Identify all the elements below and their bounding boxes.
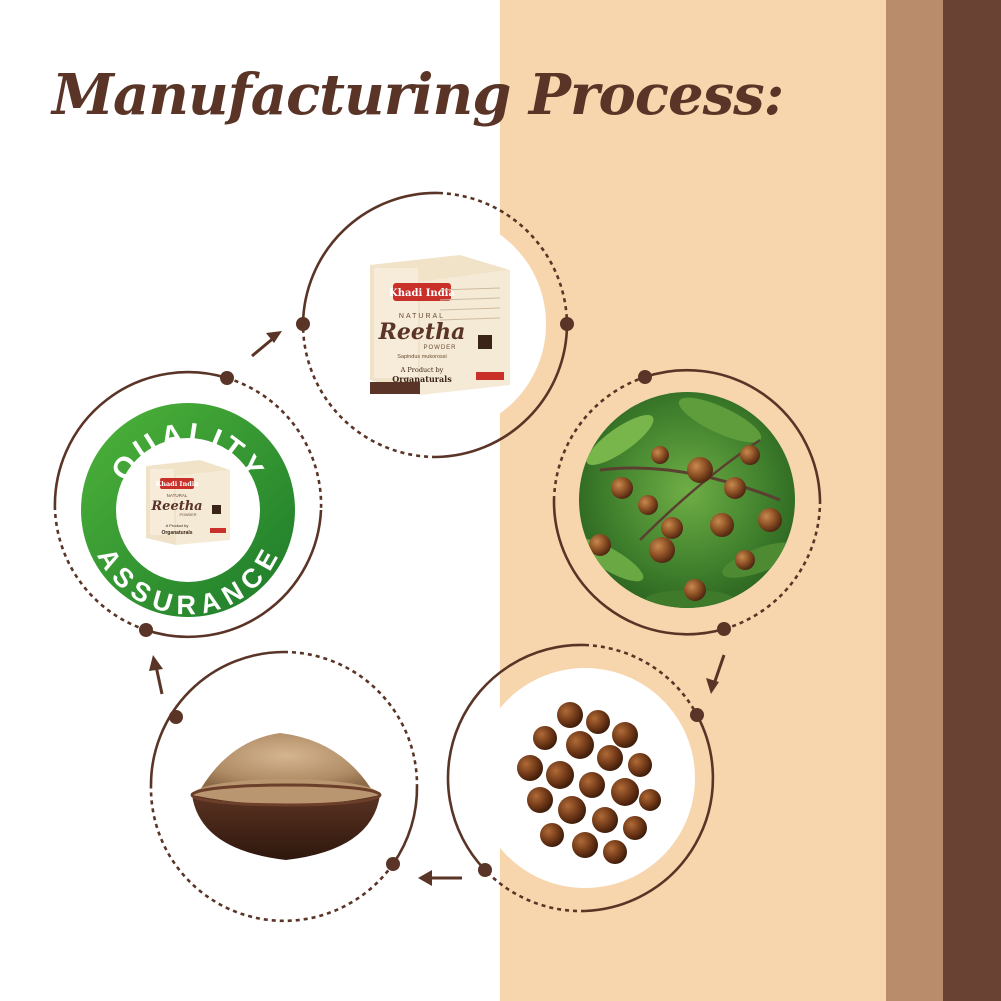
ring-dot: [139, 623, 153, 637]
quality-assurance-badge: QUALITY ASSURANCE Khadi India NATURAL Re…: [81, 403, 295, 620]
arrow-to-powder: [418, 870, 462, 886]
step-reetha-tree: [552, 368, 822, 636]
step-dried-soapnuts: [446, 643, 715, 913]
ring-dotted: [552, 375, 646, 501]
ring-solid: [53, 370, 228, 511]
badge-box-name: Reetha: [150, 499, 202, 514]
ring-solid: [552, 499, 725, 636]
box-natural-text: NATURAL: [399, 313, 445, 320]
ring-dotted: [301, 323, 437, 459]
reetha-tree-image: [579, 392, 795, 608]
ring-dot: [296, 317, 310, 331]
ring-dot: [717, 622, 731, 636]
background-tan-stripe: [886, 0, 943, 1001]
ring-dotted: [149, 784, 395, 923]
ring-solid: [446, 643, 586, 871]
step-quality-assurance: QUALITY ASSURANCE Khadi India NATURAL Re…: [53, 370, 323, 639]
ring-dotted: [283, 650, 419, 786]
ring-dotted: [484, 869, 586, 913]
ring-solid: [301, 191, 440, 325]
ring-solid: [644, 368, 822, 501]
ring-dot: [560, 317, 574, 331]
box-subname-text: POWDER: [424, 345, 457, 351]
dried-soapnuts-image: [517, 702, 661, 864]
arrow-to-dried-soapnuts: [706, 654, 726, 694]
arrow-to-quality: [149, 655, 164, 695]
box-brand-text: Khadi India: [389, 288, 455, 299]
step-reetha-powder-bowl: [149, 650, 419, 923]
badge-box-natural: NATURAL: [167, 493, 188, 498]
ring-solid: [149, 650, 285, 786]
badge-box-subname: POWDER: [179, 513, 196, 517]
ring-dot: [478, 863, 492, 877]
ring-dot: [638, 370, 652, 384]
box-botanical-text: Sapindus mukorossi: [397, 354, 447, 360]
product-box-image: Khadi India NATURAL Reetha POWDER Sapind…: [370, 255, 510, 395]
ring-dotted: [53, 509, 147, 632]
box-maker-text: Organaturals: [392, 374, 452, 384]
ring-solid: [391, 784, 419, 865]
ring-solid: [584, 714, 715, 913]
ring-dot: [386, 857, 400, 871]
badge-box-maker: Organaturals: [161, 530, 192, 536]
ring-solid: [145, 509, 323, 639]
ring-dotted: [438, 191, 569, 325]
step-packaged-product: Khadi India NATURAL Reetha POWDER Sapind…: [296, 191, 574, 459]
ring-dot: [169, 710, 183, 724]
background-brown-stripe: [943, 0, 1001, 1001]
badge-box-brand: Khadi India: [156, 480, 200, 488]
box-name-text: Reetha: [378, 319, 466, 345]
ring-dot: [690, 708, 704, 722]
ring-dotted: [584, 643, 699, 716]
ring-solid: [435, 323, 569, 459]
ring-dot: [220, 371, 234, 385]
box-byline-text: A Product by: [400, 366, 444, 374]
page-title: Manufacturing Process:: [52, 62, 784, 128]
powder-bowl-image: [190, 733, 382, 860]
badge-box-byline: A Product by: [166, 523, 189, 528]
badge-product-box: Khadi India NATURAL Reetha POWDER A Prod…: [146, 460, 230, 545]
arrow-to-product: [251, 331, 282, 358]
